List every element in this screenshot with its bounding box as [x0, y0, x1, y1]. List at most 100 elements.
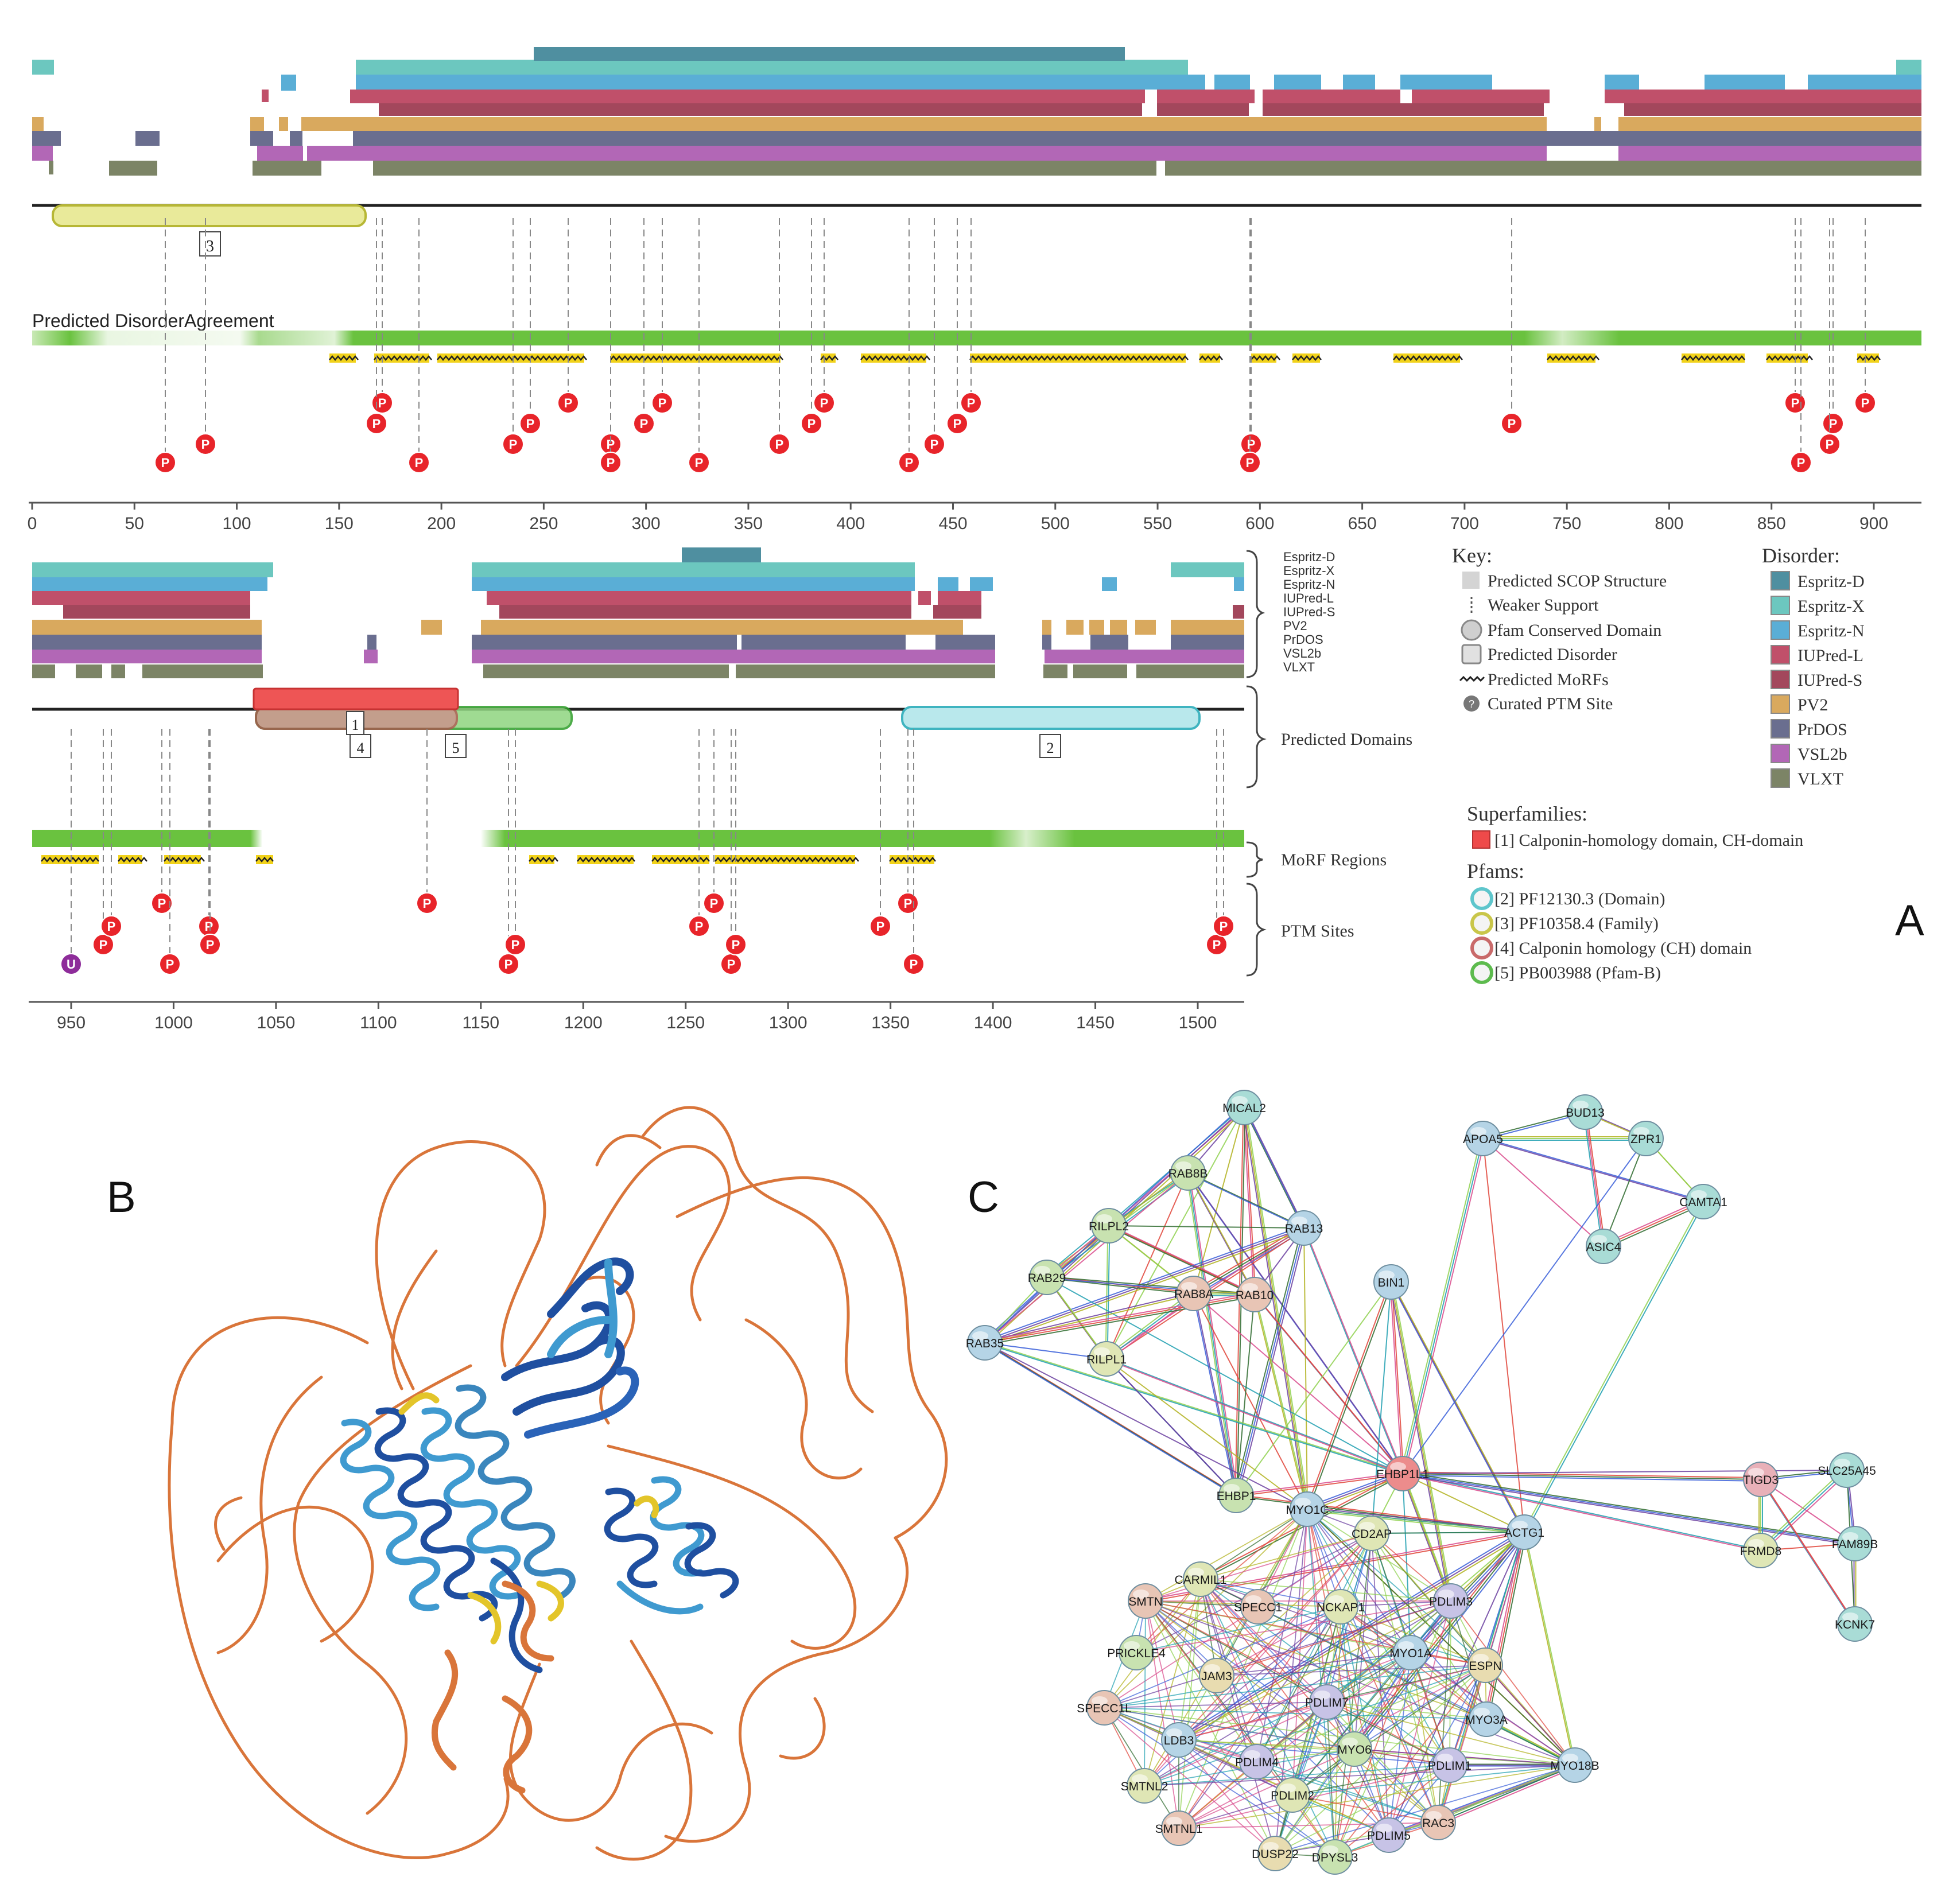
phosphorylation-site[interactable] — [92, 934, 114, 955]
network-node[interactable]: APOA5 — [1463, 1121, 1503, 1156]
network-node[interactable]: DUSP22 — [1252, 1836, 1299, 1871]
phosphorylation-site[interactable] — [1501, 413, 1523, 434]
phosphorylation-site[interactable] — [416, 892, 438, 914]
phosphorylation-site[interactable] — [960, 392, 982, 414]
phosphorylation-site[interactable] — [688, 915, 710, 937]
network-node[interactable]: RAB35 — [966, 1325, 1004, 1361]
network-node[interactable]: DPYSL3 — [1312, 1839, 1358, 1875]
network-node[interactable]: MYO1C — [1286, 1491, 1329, 1527]
phosphorylation-site[interactable] — [688, 452, 710, 473]
morf-region[interactable] — [41, 855, 99, 864]
phosphorylation-site[interactable] — [151, 892, 173, 914]
network-node[interactable]: CAMTA1 — [1679, 1184, 1727, 1219]
network-node[interactable]: ASIC4 — [1586, 1229, 1621, 1264]
network-node[interactable]: SMTN — [1128, 1583, 1163, 1619]
network-node[interactable]: SLC25A45 — [1818, 1452, 1876, 1488]
network-edge — [1762, 1481, 1857, 1626]
network-node[interactable]: RAB29 — [1028, 1260, 1066, 1295]
pfam-domain-3[interactable] — [52, 204, 367, 227]
network-node[interactable]: MYO18B — [1550, 1747, 1599, 1783]
phosphorylation-site[interactable] — [923, 433, 945, 455]
network-node[interactable]: PDLIM1 — [1428, 1747, 1472, 1783]
morf-region[interactable] — [256, 855, 273, 864]
network-node[interactable]: SMTNL1 — [1155, 1810, 1203, 1846]
network-node[interactable]: SPECC1L — [1077, 1690, 1132, 1726]
phosphorylation-site[interactable] — [703, 892, 725, 914]
network-node[interactable]: MICAL2 — [1222, 1090, 1266, 1125]
network-node[interactable]: KCNK7 — [1835, 1606, 1875, 1642]
phosphorylation-site[interactable] — [946, 413, 968, 434]
phosphorylation-site[interactable] — [1239, 452, 1261, 473]
network-node[interactable]: FAM89B — [1832, 1526, 1878, 1561]
network-node[interactable]: PDLIM3 — [1429, 1583, 1473, 1619]
phosphorylation-site[interactable] — [600, 452, 622, 473]
network-node[interactable]: PDLIM2 — [1271, 1777, 1314, 1813]
phosphorylation-site[interactable] — [498, 953, 519, 975]
morf-region[interactable] — [1682, 353, 1745, 363]
phosphorylation-site[interactable] — [1213, 915, 1234, 937]
phosphorylation-site[interactable] — [897, 892, 919, 914]
network-node[interactable]: SMTNL2 — [1121, 1768, 1168, 1804]
phosphorylation-site[interactable] — [366, 413, 387, 434]
phosphorylation-site[interactable] — [154, 452, 176, 473]
network-edge — [1108, 1360, 1238, 1498]
phosphorylation-site[interactable] — [633, 413, 655, 434]
phosphorylation-site[interactable] — [519, 413, 541, 434]
network-node[interactable]: BIN1 — [1373, 1264, 1409, 1300]
pfam-domain-2[interactable] — [901, 706, 1201, 730]
network-node[interactable]: PDLIM5 — [1367, 1817, 1411, 1853]
network-node[interactable]: RAB13 — [1285, 1210, 1323, 1246]
network-node[interactable]: PRICKLE4 — [1107, 1635, 1166, 1670]
superfamily-domain-1[interactable] — [253, 687, 459, 710]
network-node[interactable]: MYO3A — [1465, 1701, 1508, 1737]
network-node[interactable]: ESPN — [1467, 1647, 1503, 1683]
phosphorylation-site[interactable] — [408, 452, 430, 473]
phosphorylation-site[interactable] — [903, 953, 925, 975]
network-node[interactable]: RAB8A — [1174, 1276, 1214, 1311]
network-node[interactable]: EHBP1 — [1217, 1478, 1256, 1513]
phosphorylation-site[interactable] — [502, 433, 524, 455]
network-node[interactable]: TIGD3 — [1743, 1462, 1779, 1497]
network-node[interactable]: MYO6 — [1337, 1731, 1372, 1767]
phosphorylation-site[interactable] — [768, 433, 790, 455]
network-node[interactable]: RILPL2 — [1089, 1208, 1129, 1244]
phosphorylation-site[interactable] — [195, 433, 216, 455]
network-node[interactable]: PDLIM7 — [1305, 1684, 1349, 1720]
network-node[interactable]: FRMD8 — [1740, 1533, 1781, 1568]
network-node[interactable]: ZPR1 — [1628, 1121, 1664, 1156]
network-node[interactable]: MYO1A — [1389, 1635, 1432, 1670]
network-node[interactable]: NCKAP1 — [1317, 1589, 1365, 1625]
network-node[interactable]: RAC3 — [1420, 1805, 1456, 1840]
disorder-swatch — [1771, 670, 1790, 689]
phosphorylation-site[interactable] — [159, 953, 181, 975]
network-node[interactable]: JAM3 — [1199, 1658, 1234, 1693]
network-node[interactable]: EHBP1L1 — [1376, 1456, 1429, 1491]
phosphorylation-site[interactable] — [725, 934, 747, 955]
network-node[interactable]: RILPL1 — [1086, 1341, 1127, 1377]
network-node[interactable]: SPECC1 — [1234, 1589, 1282, 1625]
phosphorylation-site[interactable] — [1790, 452, 1812, 473]
phosphorylation-site[interactable] — [801, 413, 822, 434]
phosphorylation-site[interactable] — [199, 934, 221, 955]
phosphorylation-site[interactable] — [100, 915, 122, 937]
network-node[interactable]: CARMIL1 — [1174, 1561, 1227, 1597]
phosphorylation-site[interactable] — [557, 392, 579, 414]
network-node[interactable]: BUD13 — [1566, 1094, 1605, 1130]
phosphorylation-site[interactable] — [651, 392, 673, 414]
network-node[interactable]: RAB10 — [1236, 1277, 1274, 1312]
morf-region[interactable] — [652, 855, 709, 864]
ubiquitination-site[interactable] — [60, 953, 82, 975]
network-node[interactable]: RAB8B — [1168, 1155, 1208, 1191]
phosphorylation-site[interactable] — [898, 452, 920, 473]
phosphorylation-site[interactable] — [1819, 433, 1841, 455]
network-node[interactable]: PDLIM4 — [1235, 1744, 1279, 1779]
network-node[interactable]: CD2AP — [1352, 1516, 1392, 1551]
phosphorylation-site[interactable] — [813, 392, 835, 414]
phosphorylation-site[interactable] — [504, 934, 526, 955]
network-node[interactable]: ACTG1 — [1504, 1514, 1544, 1550]
network-node[interactable]: LDB3 — [1161, 1722, 1197, 1758]
phosphorylation-site[interactable] — [1854, 392, 1876, 414]
phosphorylation-site[interactable] — [869, 915, 891, 937]
disorder-swatch — [1771, 768, 1790, 788]
